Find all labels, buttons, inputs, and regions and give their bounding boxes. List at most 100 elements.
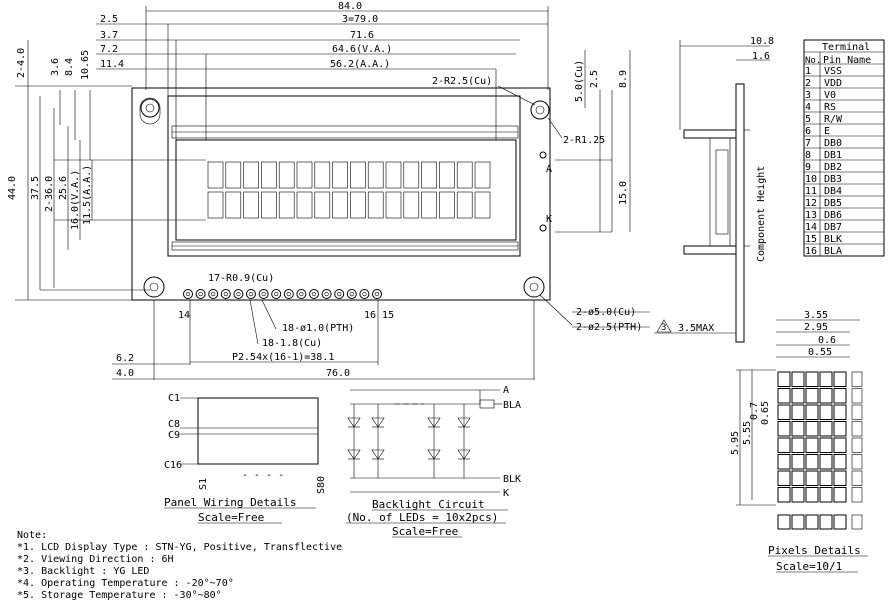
pixel-dot [819, 437, 833, 453]
pin-pad [283, 289, 294, 299]
wiring-s1: S1 [198, 478, 209, 490]
backlight-bla-label: BLA [503, 400, 521, 411]
character-cell [207, 191, 224, 219]
led-diode [371, 417, 385, 428]
pin-hole [311, 291, 317, 297]
character-cell [207, 161, 224, 189]
pin-pad [309, 289, 319, 299]
dim-pixel-width-inner: 2.95 [804, 322, 828, 333]
backlight-a-label: A [503, 385, 509, 396]
led-diode [347, 417, 361, 428]
wiring-c1: C1 [168, 393, 180, 404]
dim-offset-left: 2.5 [100, 14, 118, 25]
character-cell [439, 191, 455, 219]
terminal-row-pin: E [824, 126, 830, 137]
pin-hole [185, 291, 191, 297]
pin-hole [286, 291, 291, 297]
pin-hole [349, 291, 354, 297]
note-3: *3. Backlight : YG LED [17, 566, 149, 577]
terminal-row-no: 7 [805, 138, 811, 149]
pin-hole [362, 291, 367, 297]
dim-inner-height: 15.0 [618, 181, 629, 205]
pixel-dot-partial [851, 487, 863, 503]
led-array [347, 404, 471, 478]
panel-wiring-title: Panel Wiring Details [164, 496, 296, 509]
character-cell [296, 191, 313, 219]
terminal-row-pin: DB1 [824, 150, 842, 161]
wiring-ellipsis: - - - - [242, 470, 284, 481]
pin-pad [271, 289, 282, 299]
component-height-value: 3.5MAX [678, 323, 714, 334]
pixel-dot [805, 470, 819, 486]
pin-hole [274, 291, 279, 297]
character-cell [421, 191, 437, 219]
dim-hole-top: 5.0(Cu) [574, 60, 585, 102]
side-bezel [683, 129, 737, 139]
note-1: *1. LCD Display Type : STN-YG, Positive,… [17, 542, 342, 553]
terminal-row-pin: DB7 [824, 222, 842, 233]
anode-pin-label: A [546, 164, 552, 175]
pixel-dot [791, 454, 805, 470]
character-cell [332, 191, 348, 219]
pin-pad [183, 289, 193, 299]
terminal-table-title: Terminal [822, 42, 870, 53]
pin-pad [359, 289, 370, 299]
dim-mount-hole-cu: 2-ø5.0(Cu) [576, 307, 636, 318]
character-cell [403, 161, 420, 189]
backlight-subtitle: (No. of LEDs = 10x2pcs) [346, 511, 498, 524]
pixel-dot [777, 437, 791, 453]
bezel-outline [167, 95, 521, 257]
pixel-dot [805, 388, 819, 404]
pixel-dot-partial [851, 437, 863, 453]
dim-thickness-total: 10.8 [750, 36, 774, 47]
terminal-row-pin: DB2 [824, 162, 842, 173]
terminal-row-pin: R/W [824, 114, 843, 125]
pixel-dot [805, 454, 819, 470]
terminal-row-pin: DB3 [824, 174, 842, 185]
pin-label-16-15: 16 15 [364, 310, 394, 321]
front-view: A K [131, 87, 613, 301]
led-diode [427, 417, 441, 428]
terminal-row-pin: VDD [824, 78, 842, 89]
terminal-row-no: 10 [805, 174, 817, 185]
character-cell [243, 161, 259, 189]
pixel-dot [791, 421, 805, 437]
led-diode [457, 449, 471, 460]
bottom-dimensions: 17-R0.9(Cu) 14 16 15 18-ø1.0(PTH) 18-1.8… [112, 273, 650, 380]
pixel-dot [819, 388, 833, 404]
pixel-dot [791, 388, 805, 404]
notes-heading: Note: [17, 530, 47, 541]
pixel-dot [777, 421, 791, 437]
cursor-pixel-dot [819, 514, 833, 530]
dim-corner-radius: 2-R2.5(Cu) [432, 76, 492, 87]
terminal-row-no: 14 [805, 222, 817, 233]
terminal-row-pin: VSS [824, 66, 842, 77]
mount-hole-top-left [139, 97, 161, 125]
character-cell [350, 161, 366, 189]
pixel-dot-partial [851, 404, 863, 420]
pixel-dot [819, 404, 833, 420]
dim-height-375: 37.5 [30, 176, 41, 200]
pin-pad [346, 289, 357, 299]
pin-pad [208, 289, 219, 299]
terminal-row-pin: DB6 [824, 210, 842, 221]
pixel-dot [819, 421, 833, 437]
dim-overall-width: 84.0 [338, 1, 362, 12]
pin-hole [248, 291, 254, 297]
pin-hole [261, 291, 266, 297]
pixel-dot [777, 371, 791, 387]
led-diode [371, 449, 385, 460]
side-backlight [715, 149, 729, 235]
pixel-dot [805, 437, 819, 453]
pin-pad [296, 289, 307, 299]
pixel-dot [777, 487, 791, 503]
pin-hole [211, 291, 216, 297]
panel-wiring: C1 C8 C9 C16 S1 S80 - - - - Panel Wiring… [164, 393, 327, 524]
cursor-pixel-dot [833, 514, 847, 530]
pixel-dot [805, 421, 819, 437]
cursor-pixel-dot-partial [851, 514, 863, 530]
pin-hole [198, 291, 203, 297]
